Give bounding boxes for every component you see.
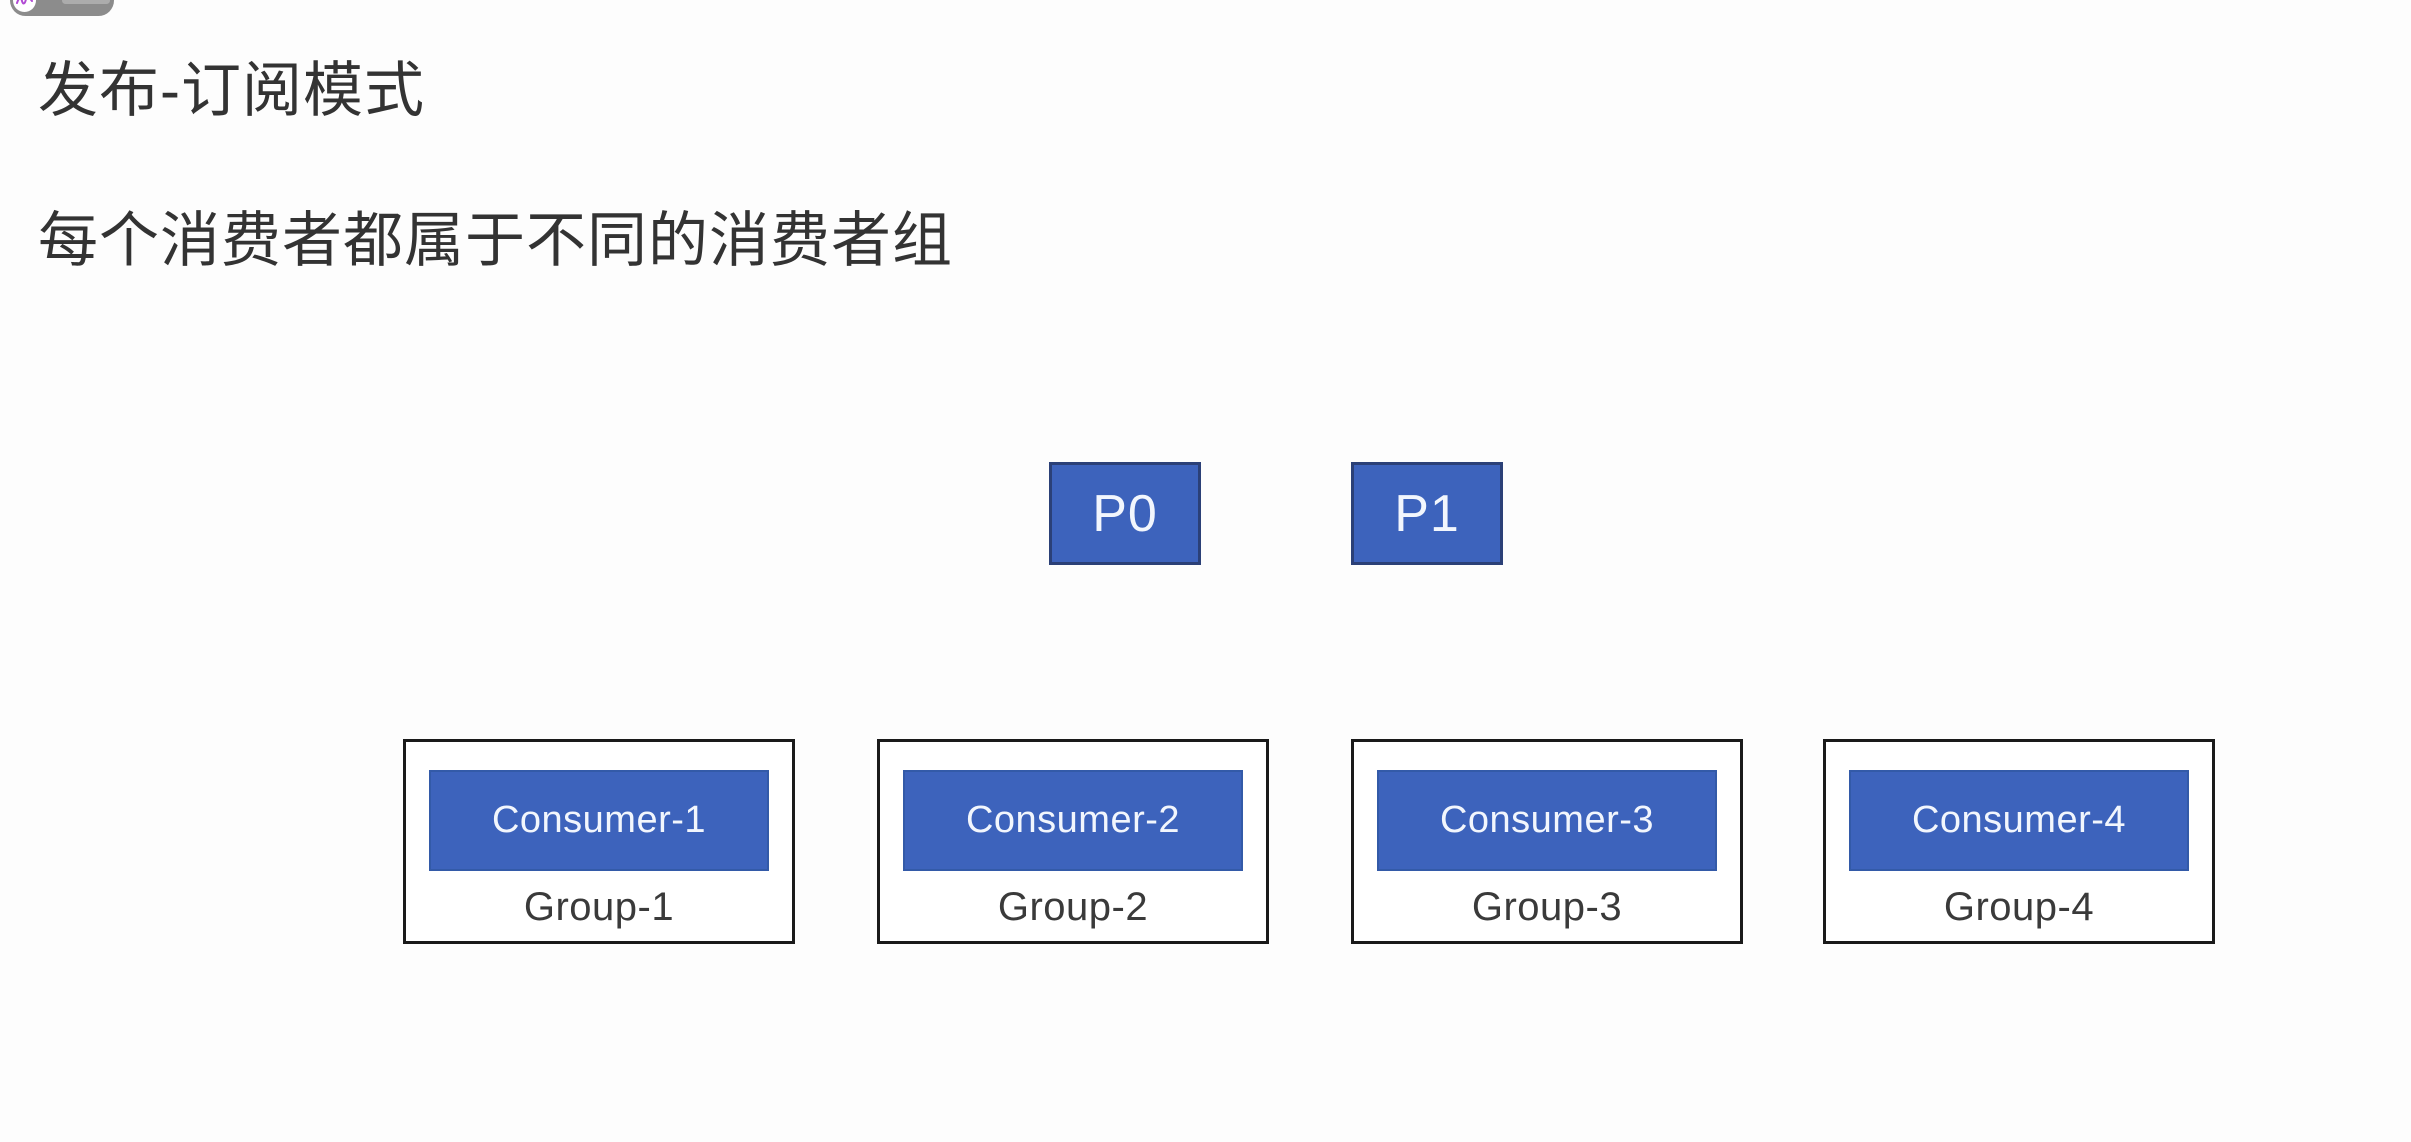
group-label: Group-3 <box>1471 885 1623 929</box>
group-label: Group-1 <box>523 885 675 929</box>
consumer-group-box-4: Consumer-4 Group-4 <box>1823 739 2215 944</box>
consumer-group-box-2: Consumer-2 Group-2 <box>877 739 1269 944</box>
partition-box-p1: P1 <box>1351 462 1503 565</box>
badge-text-blur <box>62 0 110 4</box>
user-badge <box>10 0 114 16</box>
consumer-box: Consumer-2 <box>903 770 1243 871</box>
consumer-box: Consumer-4 <box>1849 770 2189 871</box>
group-label: Group-4 <box>1943 885 2095 929</box>
group-label: Group-2 <box>997 885 1149 929</box>
partition-box-p0: P0 <box>1049 462 1201 565</box>
page-title: 发布-订阅模式 <box>38 57 425 124</box>
scribble-avatar-icon <box>13 0 36 12</box>
consumer-group-box-1: Consumer-1 Group-1 <box>403 739 795 944</box>
consumer-group-box-3: Consumer-3 Group-3 <box>1351 739 1743 944</box>
page-subtitle: 每个消费者都属于不同的消费者组 <box>38 207 953 274</box>
consumer-box: Consumer-1 <box>429 770 769 871</box>
consumer-box: Consumer-3 <box>1377 770 1717 871</box>
